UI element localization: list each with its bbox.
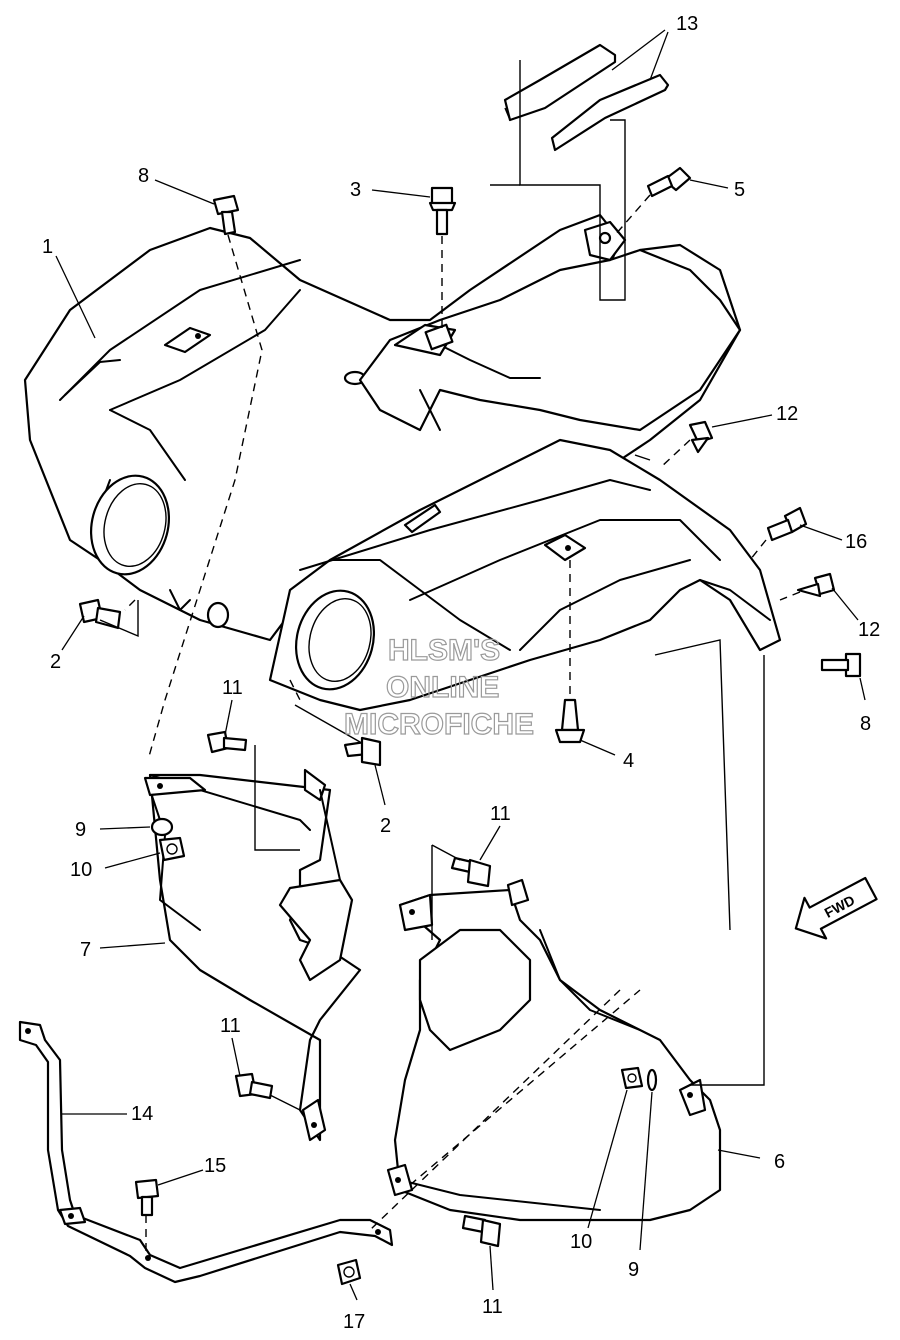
callout-10-left: 10 <box>70 859 92 881</box>
watermark-line-1: HLSM'S <box>388 634 500 667</box>
fwd-direction-arrow: FWD <box>794 876 878 940</box>
callout-15: 15 <box>204 1155 226 1177</box>
callout-16: 16 <box>845 531 867 553</box>
callout-2-middle: 2 <box>380 815 391 837</box>
screw-5-icon <box>646 166 692 198</box>
bolt-11-lower-right-icon <box>461 1214 502 1248</box>
callout-12-lower: 12 <box>858 619 880 641</box>
callout-5: 5 <box>734 179 745 201</box>
nut-17-icon <box>336 1258 362 1286</box>
bolt-8-right-icon <box>820 652 862 678</box>
callout-12-upper: 12 <box>776 403 798 425</box>
bolt-11-middle-icon <box>450 856 492 888</box>
callout-4: 4 <box>623 750 634 772</box>
washer-9-left-icon <box>150 817 174 837</box>
stay-bracket <box>18 1020 394 1284</box>
watermark: HLSM'S ONLINE MICROFICHE <box>343 633 534 741</box>
callout-9-right: 9 <box>628 1259 639 1281</box>
callout-11-middle: 11 <box>490 803 511 825</box>
callout-1: 1 <box>42 236 53 258</box>
watermark-line-3: MICROFICHE <box>344 708 534 741</box>
callout-13: 13 <box>676 13 698 35</box>
nut-10-right-icon <box>620 1066 644 1090</box>
callout-11-lower-right: 11 <box>482 1296 503 1318</box>
bolt-8-top-icon <box>212 194 240 236</box>
callout-7: 7 <box>80 939 91 961</box>
callout-8-right: 8 <box>860 713 871 735</box>
fwd-arrow-icon <box>794 876 878 940</box>
bolt-16-icon <box>766 506 808 542</box>
bolt-11-lower-left-icon <box>234 1072 274 1100</box>
nut-10-left-icon <box>158 836 186 862</box>
washer-9-right-icon <box>646 1068 658 1092</box>
screw-4-icon <box>554 698 586 744</box>
callout-10-right: 10 <box>570 1231 592 1253</box>
watermark-line-2: ONLINE <box>386 671 499 704</box>
bolt-3-icon <box>428 186 457 236</box>
bolt-11-upper-left-icon <box>206 730 248 754</box>
callout-3: 3 <box>350 179 361 201</box>
rear-fender <box>23 213 742 642</box>
bolt-15-icon <box>134 1178 160 1217</box>
grommet-2-left-icon <box>78 598 122 630</box>
callout-2-left: 2 <box>50 651 61 673</box>
clip-12-upper-icon <box>688 420 714 454</box>
grommet-2-middle-icon <box>343 736 382 767</box>
leader-lines <box>55 29 866 1301</box>
callout-9-left: 9 <box>75 819 86 841</box>
callout-17: 17 <box>343 1311 365 1333</box>
callout-11-upper-left: 11 <box>222 677 243 699</box>
assembly-lines <box>99 60 801 1258</box>
front-fender <box>268 438 782 712</box>
callout-11-lower-left: 11 <box>220 1015 241 1037</box>
right-flap <box>386 878 722 1222</box>
callout-14: 14 <box>131 1103 153 1125</box>
fasteners <box>78 166 862 1286</box>
protector-strips <box>503 43 670 152</box>
left-flap <box>143 768 362 1142</box>
clip-12-lower-icon <box>796 572 836 598</box>
callout-labels: 1 8 3 13 5 12 16 12 8 4 2 2 11 9 10 7 11… <box>42 13 880 1333</box>
callout-6: 6 <box>774 1151 785 1173</box>
callout-8-top: 8 <box>138 165 149 187</box>
